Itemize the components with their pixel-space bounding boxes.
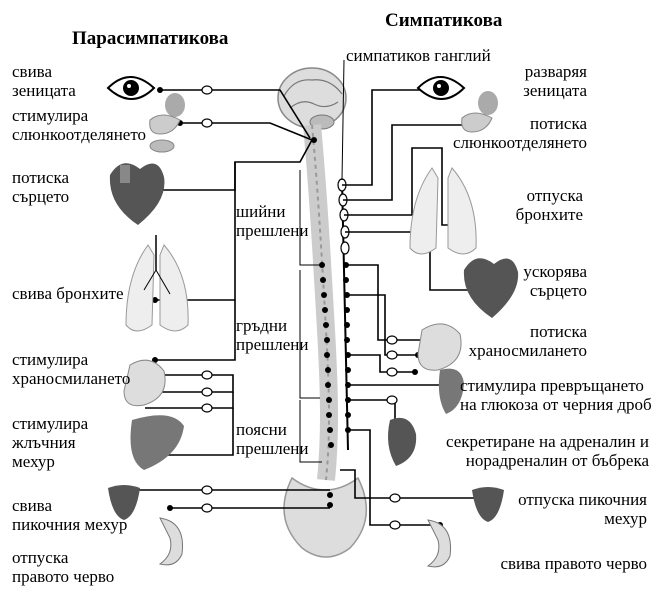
sympathetic-chain [338,60,351,450]
right-stomach-icon [418,324,461,370]
para-saliva-label: стимулира слюнкоотделянето [12,106,146,144]
symp-digestion-label: потиска храносмилането [469,322,587,360]
right-bladder-icon [472,487,504,522]
para-bladder-label: свива пикочния мехур [12,496,127,534]
parasympathetic-ganglia [202,86,212,512]
symp-liver-label: стимулира превръщането на глюкоза от чер… [460,376,652,414]
right-rectum-icon [428,520,451,567]
left-rectum-icon [160,518,183,565]
left-heart-icon [110,163,165,225]
para-digestion-label: стимулира храносмилането [12,350,130,388]
para-rectum-label: отпуска правото черво [12,548,114,586]
ganglion-label: симпатиков ганглий [346,46,491,65]
sympathetic-header: Симпатикова [385,10,502,32]
para-gallbladder-label: стимулира жлъчния мехур [12,414,88,471]
symp-bladder-label: отпуска пикочния мехур [518,490,647,528]
lumbar-label: поясни прешлени [236,420,308,458]
symp-bronchi-label: отпуска бронхите [516,186,583,224]
cervical-label: шийни прешлени [236,202,308,240]
right-lungs-icon [410,168,476,254]
left-liver-icon [131,415,185,470]
spinal-column-icon [312,125,329,480]
right-heart-icon [464,258,518,318]
symp-heart-label: ускорява сърцето [523,262,587,300]
symp-pupil-label: разваряя зеницата [523,62,587,100]
right-eye-icon [418,77,464,99]
parasympathetic-header: Парасимпатикова [72,28,228,50]
right-kidney-icon [388,418,416,466]
symp-rectum-label: свива правото черво [500,554,647,573]
para-bronchi-label: свива бронхите [12,284,124,303]
para-pupil-label: свива зеницата [12,62,76,100]
symp-adrenal-label: секретиране на адреналин и норадреналин … [446,432,649,470]
brain-icon [278,68,346,129]
para-heart-label: потиска сърцето [12,168,69,206]
symp-saliva-label: потиска слюнкоотделянето [453,114,587,152]
left-lungs-icon [126,235,188,331]
left-eye-icon [108,77,154,99]
thoracic-label: гръдни прешлени [236,316,308,354]
